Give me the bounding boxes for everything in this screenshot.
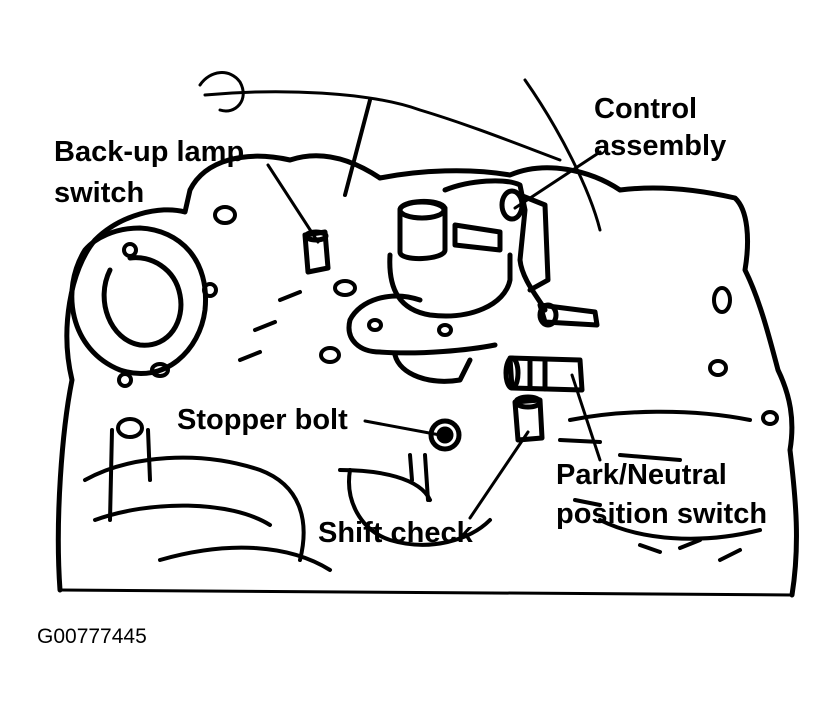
label-shift-check: Shift check: [318, 517, 473, 549]
lower-housing: [83, 409, 762, 572]
label-park-neutral-line1: Park/Neutral: [556, 459, 727, 491]
control-assembly-drawing: [346, 178, 600, 384]
label-stopper-bolt: Stopper bolt: [177, 404, 348, 436]
leader-control-assembly: [513, 150, 602, 210]
label-park-neutral-position-switch: Park/Neutral position switch: [556, 458, 767, 531]
shift-check-drawing: [512, 394, 545, 443]
label-control-line1: Control: [594, 93, 698, 125]
figure-code: G00777445: [37, 625, 147, 648]
label-back-up-lamp-line2: switch: [54, 177, 145, 209]
transaxle-case: [55, 153, 799, 598]
label-park-neutral-line2: position switch: [556, 498, 768, 530]
leader-back-up-lamp: [266, 163, 320, 244]
label-control-line2: assembly: [594, 130, 727, 162]
label-control-assembly: Control assembly: [594, 92, 726, 163]
park-neutral-switch-drawing: [503, 355, 585, 393]
leader-shift-check: [468, 430, 530, 520]
leader-lines: [266, 150, 602, 520]
leader-park-neutral: [570, 373, 602, 462]
label-back-up-lamp-switch: Back-up lamp switch: [54, 135, 244, 210]
mounting-bosses: [108, 205, 779, 522]
label-back-up-lamp-line1: Back-up lamp: [54, 136, 245, 168]
leader-stopper-bolt: [363, 419, 442, 437]
bell-housing: [69, 225, 218, 388]
housing-arc: [198, 71, 602, 232]
